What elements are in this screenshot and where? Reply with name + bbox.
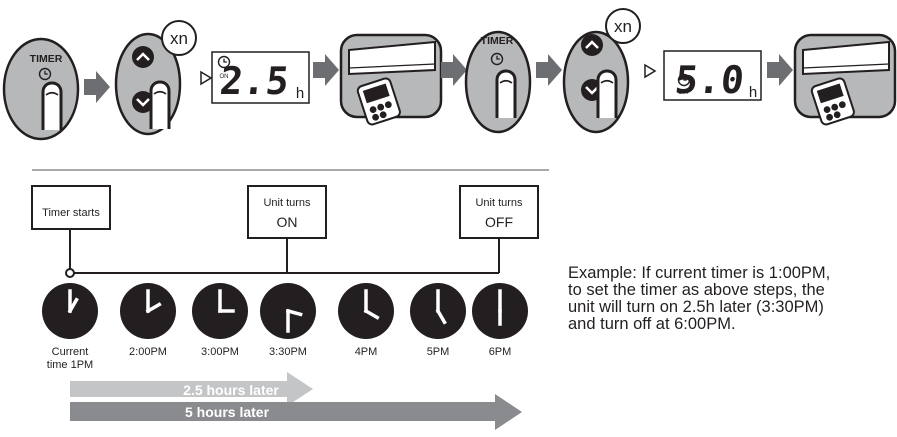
timer-label: TIMER xyxy=(481,35,514,47)
example-line-1: Example: If current timer is 1:00PM, xyxy=(568,264,831,282)
finger-icon xyxy=(41,81,63,132)
box-timer-starts: Timer starts xyxy=(31,185,111,230)
box-unit-off-top: Unit turns xyxy=(475,197,523,209)
ac-unit-remote-icon xyxy=(339,33,443,127)
display-mode-on: ON xyxy=(220,74,229,80)
clock-label: Current xyxy=(52,346,89,358)
example-line-2: to set the timer as above steps, the xyxy=(568,281,825,299)
display-on: ON 2.5 h xyxy=(211,51,310,104)
step-arrow-icon xyxy=(767,54,793,86)
clock-5: 4PM xyxy=(338,283,394,358)
timeline xyxy=(69,229,500,274)
clock-label: 2:00PM xyxy=(129,346,167,358)
step-adjust-2: xn xyxy=(562,8,641,134)
box-unit-on-bottom: ON xyxy=(277,214,298,230)
step-arrow-icon xyxy=(313,54,339,86)
repeat-badge xyxy=(605,8,641,44)
finger-icon xyxy=(596,69,618,120)
next-arrow-icon xyxy=(644,64,656,78)
display-value-on: 2.5 xyxy=(218,59,291,103)
ac-unit-remote-icon xyxy=(793,33,897,127)
box-unit-off-bottom: OFF xyxy=(485,214,513,230)
clock-label: 4PM xyxy=(355,346,378,358)
down-button-icon xyxy=(132,91,154,113)
clock-label: 5PM xyxy=(427,346,450,358)
clock-label: 3:30PM xyxy=(269,346,307,358)
step-timer-press-1: TIMER xyxy=(2,37,80,141)
clock-label-2: time 1PM xyxy=(47,359,93,371)
example-text: Example: If current timer is 1:00PM, to … xyxy=(568,265,888,333)
clock-7: 6PM xyxy=(472,283,528,358)
step-arrow-icon xyxy=(536,54,562,86)
example-line-4: and turn off at 6:00PM. xyxy=(568,315,736,333)
finger-icon xyxy=(495,69,517,120)
step-arrow-icon xyxy=(441,54,467,86)
repeat-badge xyxy=(161,20,197,56)
clock-3: 3:00PM xyxy=(192,283,248,358)
clock-6: 5PM xyxy=(410,283,466,358)
step-timer-press-2: TIMER xyxy=(464,30,532,134)
box-unit-off: Unit turns OFF xyxy=(459,185,539,239)
step-point-remote-1 xyxy=(339,33,443,127)
next-arrow-icon xyxy=(200,71,212,85)
step-adjust-1: xn xyxy=(114,20,197,136)
display-mode-off: OFF xyxy=(678,90,690,96)
box-unit-on-top: Unit turns xyxy=(263,197,311,209)
repeat-label: xn xyxy=(614,17,632,36)
hours-unit: h xyxy=(296,85,304,102)
box-unit-on: Unit turns ON xyxy=(247,185,327,239)
arrow-5-hours-label: 5 hours later xyxy=(185,404,270,420)
step-arrow-icon xyxy=(84,71,110,103)
step-point-remote-2 xyxy=(793,33,897,127)
box-timer-starts-label: Timer starts xyxy=(42,207,100,219)
hours-unit: h xyxy=(749,84,757,101)
repeat-label: xn xyxy=(170,29,188,48)
timeline-start-marker xyxy=(65,268,75,278)
arrow-5-hours: 5 hours later xyxy=(70,394,522,430)
finger-icon xyxy=(149,80,171,131)
arrow-2-5-hours-label: 2.5 hours later xyxy=(183,382,279,398)
clock-2: 2:00PM xyxy=(120,283,176,358)
timer-label: TIMER xyxy=(30,53,63,65)
clock-4: 3:30PM xyxy=(260,283,316,358)
clock-label: 3:00PM xyxy=(201,346,239,358)
clock-label: 6PM xyxy=(489,346,512,358)
up-button-icon xyxy=(132,46,154,68)
up-button-icon xyxy=(581,34,603,56)
display-value-off: 5.0 xyxy=(673,58,746,102)
display-off: OFF 5.0 h xyxy=(663,50,762,102)
arrow-2-5-hours: 2.5 hours later xyxy=(70,372,313,406)
example-line-3: unit will turn on 2.5h later (3:30PM) xyxy=(568,298,824,316)
